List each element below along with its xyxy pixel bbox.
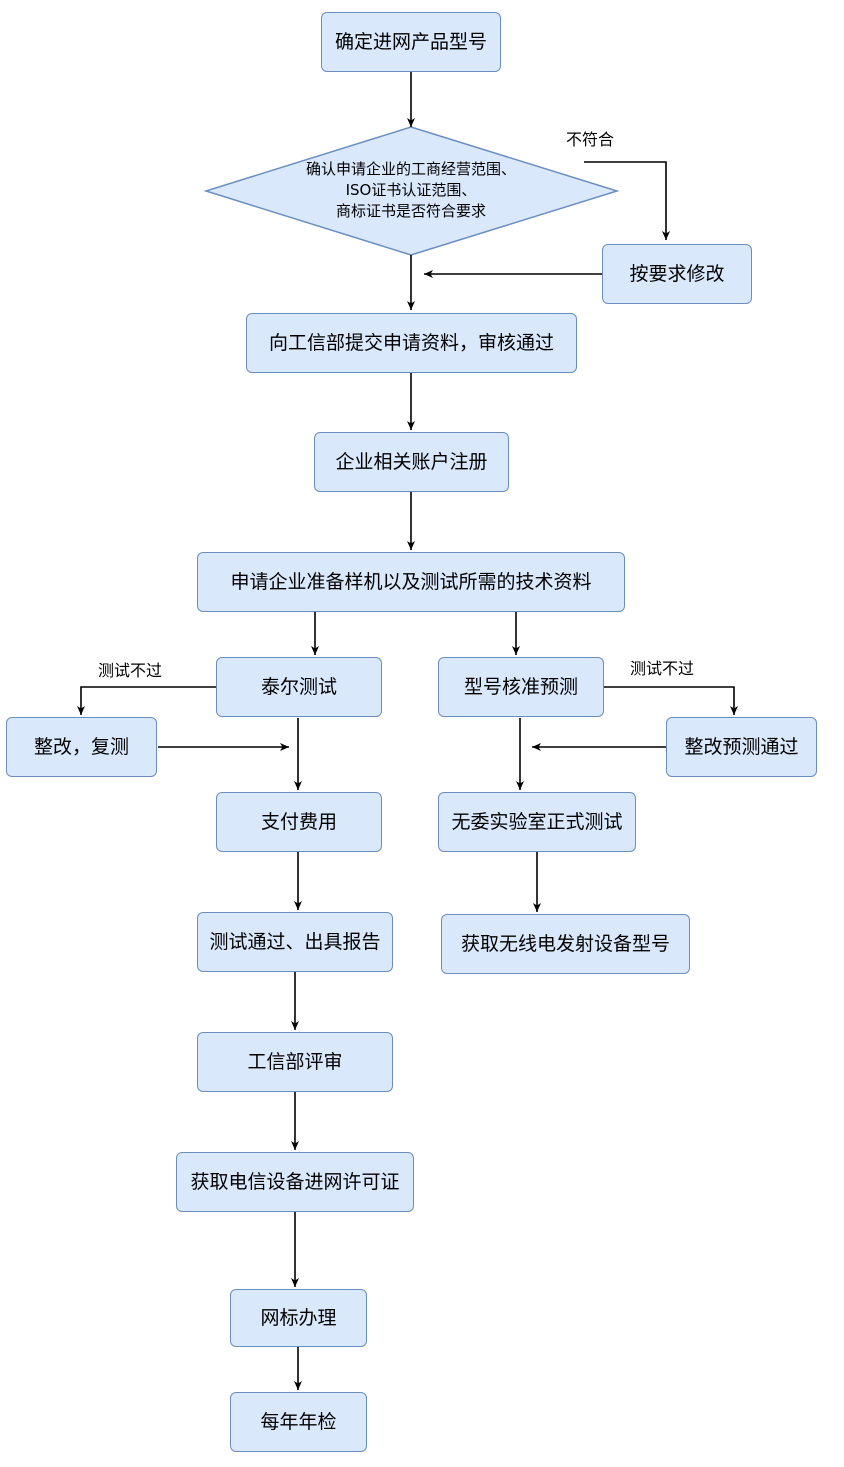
edge-pretest-to-rectify <box>604 686 738 715</box>
node-pretest: 型号核准预测 <box>438 657 604 717</box>
node-radio-model: 获取无线电发射设备型号 <box>441 914 690 974</box>
node-rectify-retest: 整改，复测 <box>6 717 157 777</box>
node-license: 获取电信设备进网许可证 <box>176 1152 414 1212</box>
edge-label-not-compliant: 不符合 <box>566 130 615 149</box>
node-miit-review: 工信部评审 <box>197 1032 393 1092</box>
node-prepare: 申请企业准备样机以及测试所需的技术资料 <box>197 552 625 612</box>
decision-text: 确认申请企业的工商经营范围、 ISO证书认证范围、 商标证书是否符合要求 <box>211 159 611 222</box>
node-srrc-test: 无委实验室正式测试 <box>438 792 636 852</box>
decision-line-1: 确认申请企业的工商经营范围、 <box>305 160 516 178</box>
node-rectify-pretest: 整改预测通过 <box>666 717 817 777</box>
decision-line-3: 商标证书是否符合要求 <box>335 202 486 220</box>
node-report: 测试通过、出具报告 <box>197 912 393 972</box>
node-net-label: 网标办理 <box>230 1289 367 1347</box>
edge-decision-to-modify <box>584 161 670 240</box>
edge-telecom-test-to-rectify <box>77 686 216 715</box>
node-submit: 向工信部提交申请资料，审核通过 <box>246 313 577 373</box>
node-start: 确定进网产品型号 <box>321 12 501 72</box>
edge-label-test-failed-right: 测试不过 <box>630 659 695 678</box>
node-modify: 按要求修改 <box>602 244 752 304</box>
decision-line-2: ISO证书认证范围、 <box>345 181 477 199</box>
node-register: 企业相关账户注册 <box>314 432 509 492</box>
node-pay: 支付费用 <box>216 792 382 852</box>
node-telecom-test: 泰尔测试 <box>216 657 382 717</box>
node-annual: 每年年检 <box>230 1392 367 1452</box>
edge-label-test-failed-left: 测试不过 <box>98 661 163 680</box>
